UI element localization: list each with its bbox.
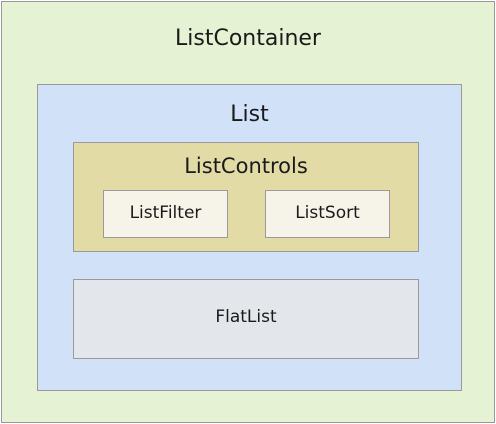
list-sort-box: ListSort <box>265 190 390 238</box>
list-filter-label: ListFilter <box>129 203 202 223</box>
list-filter-box: ListFilter <box>103 190 228 238</box>
flat-list-label: FlatList <box>215 307 277 327</box>
list-box: List ListControls ListFilter ListSort Fl… <box>37 84 462 391</box>
list-controls-label: ListControls <box>184 154 308 178</box>
list-sort-label: ListSort <box>295 203 360 223</box>
list-label: List <box>230 102 269 127</box>
list-controls-box: ListControls ListFilter ListSort <box>73 142 419 252</box>
list-container-label: ListContainer <box>175 26 321 51</box>
flat-list-box: FlatList <box>73 279 419 359</box>
